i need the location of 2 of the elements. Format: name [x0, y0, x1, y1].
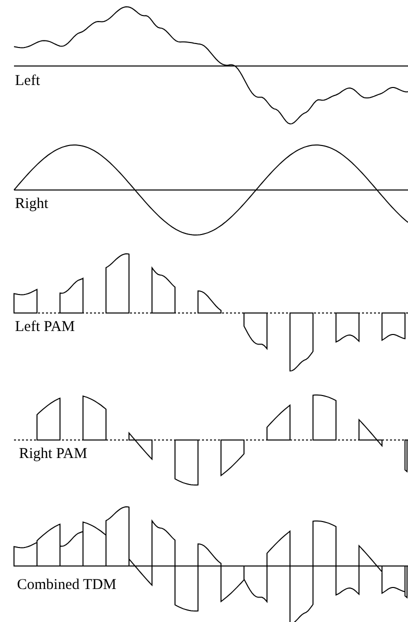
waveform-label: Right — [14, 197, 50, 212]
waveform-label: Right PAM — [18, 447, 88, 462]
